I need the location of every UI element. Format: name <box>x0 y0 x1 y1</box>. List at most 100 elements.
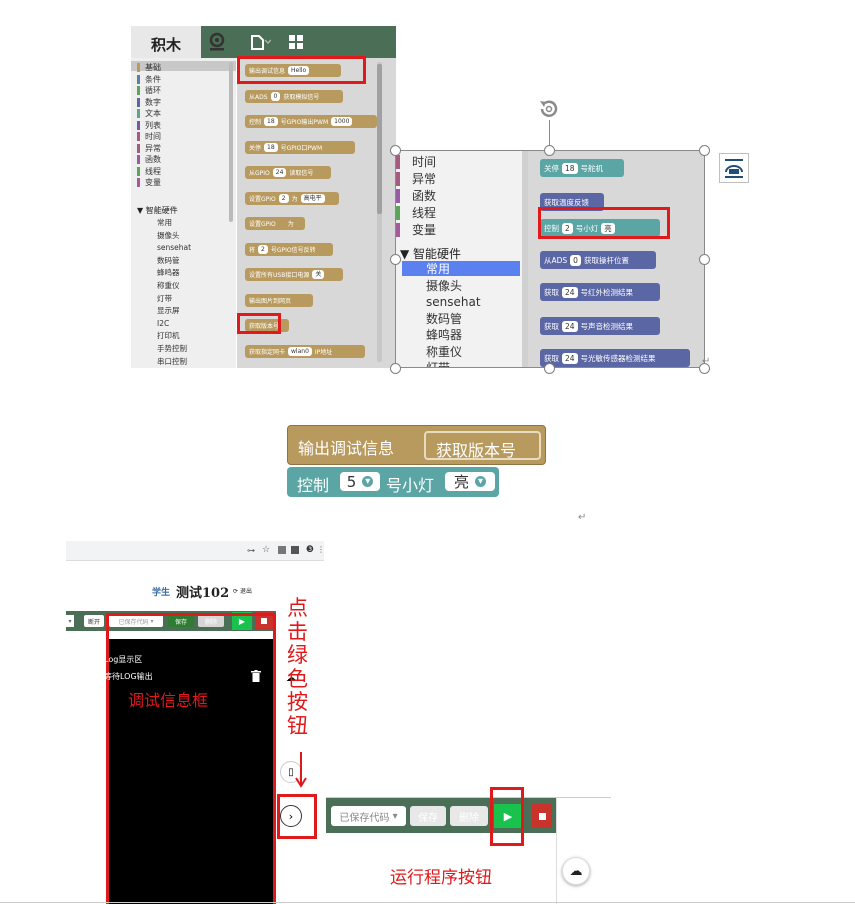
category-item[interactable]: 时间 <box>412 155 437 169</box>
category-item[interactable]: 列表 <box>145 120 161 130</box>
hardware-item[interactable]: 常用 <box>426 262 451 276</box>
category-item[interactable]: 函数 <box>412 189 437 203</box>
category-scrollbar[interactable] <box>522 151 528 367</box>
upload-icon[interactable]: ☁ <box>280 667 302 689</box>
block-field[interactable]: 24 <box>562 320 578 332</box>
code-block[interactable]: 设置所有USB接口电源关 <box>245 268 343 281</box>
hardware-item[interactable]: 打印机 <box>157 331 180 341</box>
resize-handle-bm[interactable] <box>544 363 555 374</box>
menu-icon[interactable]: ⋮ <box>317 545 324 554</box>
save-button[interactable]: 保存 <box>168 615 194 627</box>
hardware-item[interactable]: 蜂鸣器 <box>157 268 180 278</box>
debug-output-block[interactable]: 输出调试信息 获取版本号 <box>287 425 546 465</box>
hardware-header[interactable]: ▼ 智能硬件 <box>400 247 462 261</box>
category-item[interactable]: 函数 <box>145 155 161 164</box>
block-field[interactable]: 亮 <box>601 222 615 234</box>
block-field[interactable]: 2 <box>562 222 573 234</box>
save-button[interactable]: 保存 <box>410 806 446 826</box>
star-icon[interactable]: ☆ <box>262 545 271 555</box>
stop-button[interactable] <box>532 804 552 828</box>
resize-handle-mr[interactable] <box>699 254 710 265</box>
webcam-icon[interactable] <box>207 32 227 52</box>
block-field[interactable]: 0 <box>270 91 281 101</box>
light-state-dropdown[interactable]: 亮 ▾ <box>445 472 495 491</box>
category-scrollbar[interactable] <box>229 62 233 222</box>
category-item[interactable]: 基础 <box>145 63 161 72</box>
saved-code-select[interactable]: 已保存代码 ▾ <box>331 806 406 826</box>
extension-icon[interactable] <box>278 546 286 554</box>
block-field[interactable]: 0 <box>570 254 581 266</box>
account-icon[interactable]: ❸ <box>306 545 315 555</box>
logout-link[interactable]: ⟳ 退出 <box>233 588 252 595</box>
light-control-block[interactable]: 控制 5 ▾ 号小灯 亮 ▾ <box>287 467 499 497</box>
block-field[interactable]: 2 <box>278 193 289 203</box>
block-field[interactable]: 18 <box>562 162 578 174</box>
delete-button[interactable]: 删除 <box>198 615 224 627</box>
version-block[interactable]: 获取版本号 <box>424 431 541 460</box>
block-field[interactable]: 2 <box>258 244 268 254</box>
hardware-header[interactable]: ▼ 智能硬件 <box>137 206 178 215</box>
hardware-item[interactable]: 摄像头 <box>157 230 180 240</box>
category-item[interactable]: 异常 <box>145 143 161 153</box>
block-field[interactable]: 24 <box>562 286 578 298</box>
block-field[interactable]: 24 <box>272 168 287 177</box>
hardware-item[interactable]: 数码管 <box>157 255 180 265</box>
hardware-item[interactable]: 常用 <box>157 218 172 227</box>
category-item[interactable]: 条件 <box>145 74 161 84</box>
code-block[interactable]: 获取温度反馈 <box>540 193 604 211</box>
hardware-item[interactable]: 手势控制 <box>157 344 187 353</box>
disconnect-button[interactable]: 断开 <box>84 615 104 627</box>
tab-blocks[interactable] <box>131 26 201 58</box>
stop-button[interactable] <box>255 612 273 630</box>
category-item[interactable]: 文本 <box>145 109 161 118</box>
saved-code-select[interactable]: 已保存代码 ▾ <box>109 615 163 627</box>
expand-circle-icon[interactable]: › <box>280 805 302 827</box>
category-item[interactable]: 线程 <box>412 206 437 220</box>
code-block[interactable]: 设置GPIO 为 <box>245 217 305 230</box>
resize-handle-tl[interactable] <box>390 145 401 156</box>
light-number-dropdown[interactable]: 5 ▾ <box>340 472 380 491</box>
block-field[interactable]: Hello <box>288 66 310 75</box>
block-field[interactable]: 18 <box>264 142 278 152</box>
code-block[interactable]: 输出图片到网页 <box>245 293 313 307</box>
resize-handle-tm[interactable] <box>544 145 555 156</box>
layout-options-icon[interactable] <box>719 153 749 183</box>
category-item[interactable]: 变量 <box>145 178 161 187</box>
grid-icon[interactable] <box>289 34 303 49</box>
category-item[interactable]: 线程 <box>145 166 161 176</box>
category-item[interactable]: 异常 <box>412 172 437 186</box>
hardware-item[interactable]: sensehat <box>157 243 192 253</box>
delete-button[interactable]: 删除 <box>450 806 488 826</box>
block-field[interactable]: 24 <box>562 352 578 364</box>
resize-handle-bl[interactable] <box>390 363 401 374</box>
category-item[interactable]: 数字 <box>145 97 161 107</box>
flyout-scroll-thumb[interactable] <box>377 64 382 214</box>
trash-icon[interactable] <box>251 667 261 682</box>
hardware-item[interactable]: 显示屏 <box>157 306 180 316</box>
block-field[interactable]: wlan0 <box>288 346 312 356</box>
block-field[interactable]: 高电平 <box>300 193 325 203</box>
extension-icon[interactable] <box>291 546 299 554</box>
hardware-item[interactable]: 数码管 <box>426 311 463 326</box>
file-icon[interactable] <box>249 33 272 51</box>
key-icon[interactable]: ⊶ <box>247 546 255 555</box>
hardware-item[interactable]: 蜂鸣器 <box>426 328 463 342</box>
hardware-item[interactable]: I2C <box>157 318 170 328</box>
hardware-item[interactable]: 称重仪 <box>426 344 463 359</box>
hardware-item[interactable]: 串口控制 <box>157 356 187 366</box>
hardware-item[interactable]: 灯带 <box>426 361 451 368</box>
block-field[interactable]: 关 <box>312 270 325 279</box>
hardware-item[interactable]: 灯带 <box>157 293 172 303</box>
category-item[interactable]: 时间 <box>145 132 161 141</box>
